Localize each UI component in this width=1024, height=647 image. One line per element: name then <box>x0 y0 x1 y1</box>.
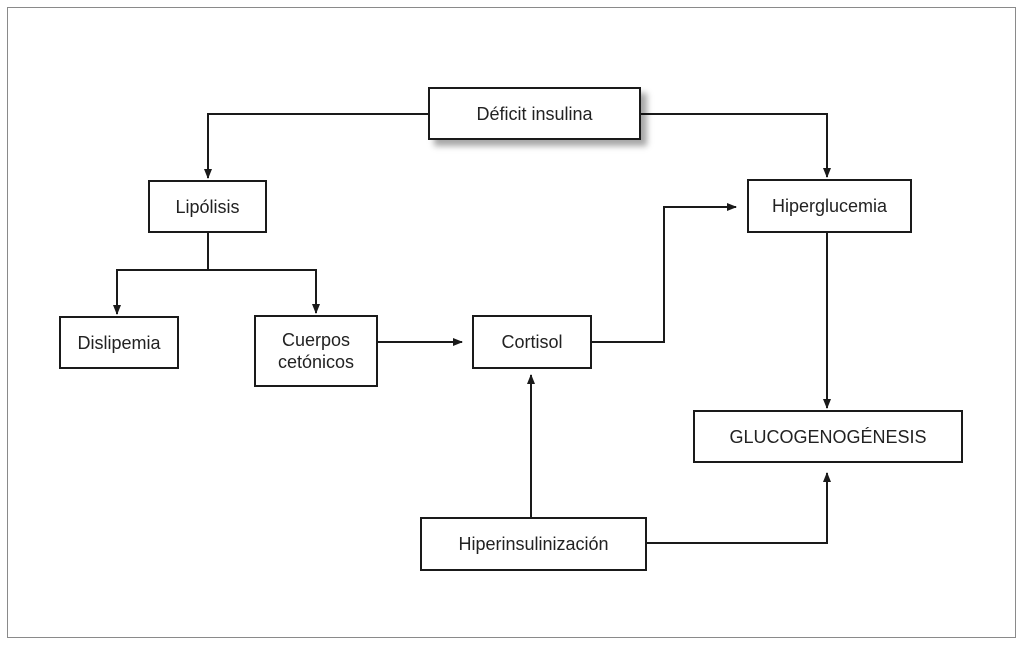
node-dislipemia: Dislipemia <box>59 316 179 369</box>
node-hiperglucemia: Hiperglucemia <box>747 179 912 233</box>
node-deficit-insulina: Déficit insulina <box>428 87 641 140</box>
node-cuerpos-cetonicos: Cuerpos cetónicos <box>254 315 378 387</box>
edge-deficit-to-lipolisis <box>204 113 429 179</box>
edge-lipolisis-to-dislipemia <box>113 269 208 315</box>
node-lipolisis: Lipólisis <box>148 180 267 233</box>
edge-deficit-to-hiperglucemia <box>640 113 831 178</box>
edge-lipolisis-to-cuerpos <box>208 269 320 314</box>
node-cortisol: Cortisol <box>472 315 592 369</box>
node-glucogenogenesis: GLUCOGENOGÉNESIS <box>693 410 963 463</box>
node-hiperinsulinizacion: Hiperinsulinización <box>420 517 647 571</box>
edge-hiperinsulinizacion-to-glucogenogenesis <box>646 472 831 544</box>
edge-cortisol-to-hiperglucemia <box>590 203 737 343</box>
